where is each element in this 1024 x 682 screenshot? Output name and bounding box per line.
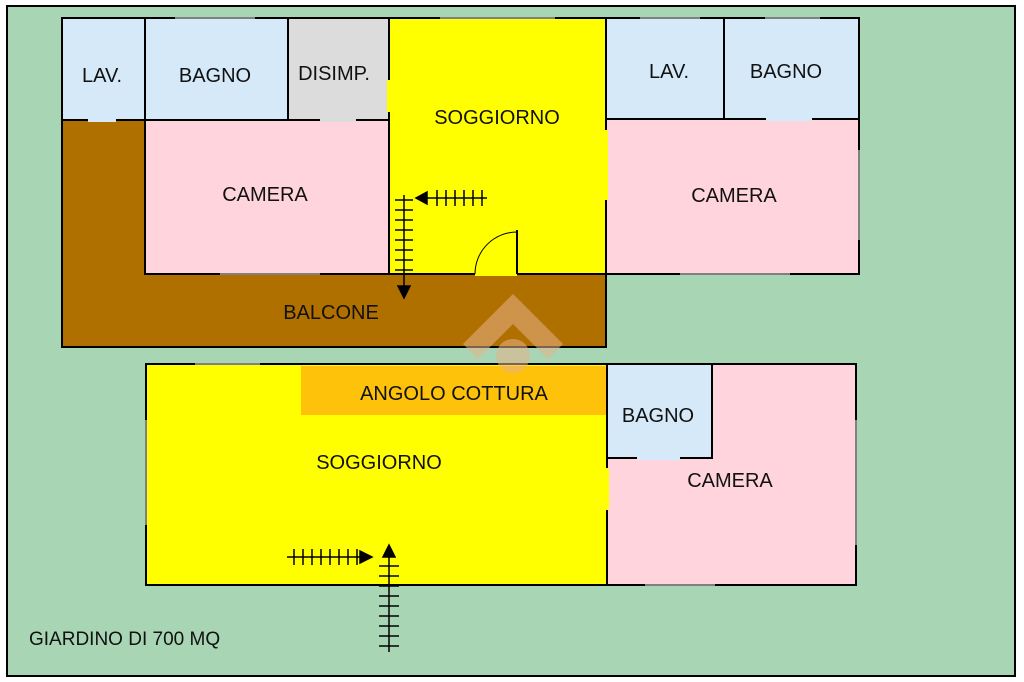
laundry-left-label: LAV. bbox=[82, 65, 122, 87]
bedroom-left-room bbox=[144, 119, 390, 275]
bedroom-left-label: CAMERA bbox=[222, 184, 308, 206]
bath-left-label: BAGNO bbox=[179, 65, 251, 87]
bedroom-right-room bbox=[605, 118, 860, 275]
lower-door-openings bbox=[605, 456, 680, 510]
garden-label: GIARDINO DI 700 MQ bbox=[29, 629, 220, 650]
laundry-right-room bbox=[605, 17, 725, 120]
hallway-label: DISIMP. bbox=[298, 63, 370, 85]
bath-right-room bbox=[723, 17, 860, 120]
stairs-icon bbox=[287, 543, 399, 652]
kitchen-area bbox=[301, 366, 606, 415]
door-openings bbox=[88, 80, 812, 276]
laundry-right-label: LAV. bbox=[649, 61, 689, 83]
balcony-label: BALCONE bbox=[283, 302, 379, 324]
bedroom-lower-label: CAMERA bbox=[687, 470, 773, 492]
bath-right-label: BAGNO bbox=[750, 61, 822, 83]
living-upper-room bbox=[388, 17, 607, 275]
upper-unit bbox=[61, 17, 860, 348]
stairs-icon bbox=[395, 190, 487, 300]
door-swing-icon bbox=[474, 230, 518, 275]
lower-unit bbox=[145, 363, 857, 652]
kitchen-label: ANGOLO COTTURA bbox=[360, 383, 548, 405]
bath-lower-room bbox=[606, 363, 713, 459]
living-upper-label: SOGGIORNO bbox=[434, 107, 560, 129]
bath-lower-label: BAGNO bbox=[622, 405, 694, 427]
bedroom-right-label: CAMERA bbox=[691, 185, 777, 207]
windows bbox=[175, 17, 860, 275]
watermark-logo-icon bbox=[463, 294, 563, 373]
living-lower-label: SOGGIORNO bbox=[316, 452, 442, 474]
lower-windows bbox=[145, 363, 857, 586]
